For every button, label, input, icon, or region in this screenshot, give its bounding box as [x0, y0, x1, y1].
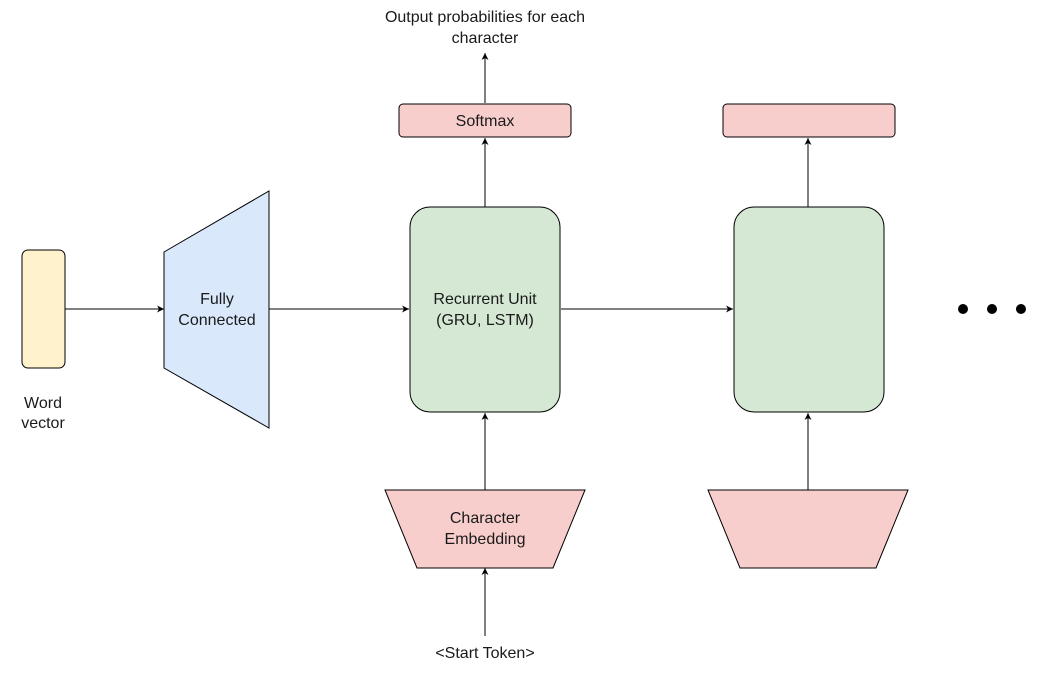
word-vector-label-line1: Word — [24, 395, 62, 412]
ellipsis-dot-1 — [958, 304, 968, 314]
start-token-label: <Start Token> — [435, 645, 534, 662]
fully-connected-label-line1: Fully — [200, 291, 234, 308]
character-embedding-2-node — [707, 489, 909, 569]
fully-connected-node — [163, 190, 270, 429]
recurrent-unit-2-node — [733, 206, 885, 413]
character-embedding-1-node — [384, 489, 586, 569]
softmax-1-label: Softmax — [456, 113, 515, 130]
character-embedding-1-label-line1: Character — [450, 510, 521, 527]
recurrent-unit-1-label-line1: Recurrent Unit — [433, 291, 537, 308]
recurrent-unit-1-label-line2: (GRU, LSTM) — [436, 312, 534, 329]
fully-connected-label-line2: Connected — [178, 312, 255, 329]
word-vector-label-line2: vector — [21, 415, 65, 432]
softmax-2-node — [722, 103, 896, 138]
word-vector-node — [21, 249, 66, 369]
output-probabilities-label-line1: Output probabilities for each — [385, 9, 585, 26]
recurrent-unit-1-node — [409, 206, 561, 413]
output-probabilities-label-line2: character — [452, 30, 519, 47]
softmax-1-node — [398, 103, 572, 138]
ellipsis-dot-2 — [987, 304, 997, 314]
character-embedding-1-label-line2: Embedding — [445, 531, 526, 548]
ellipsis-dot-3 — [1016, 304, 1026, 314]
ellipsis-icon — [958, 304, 1026, 314]
